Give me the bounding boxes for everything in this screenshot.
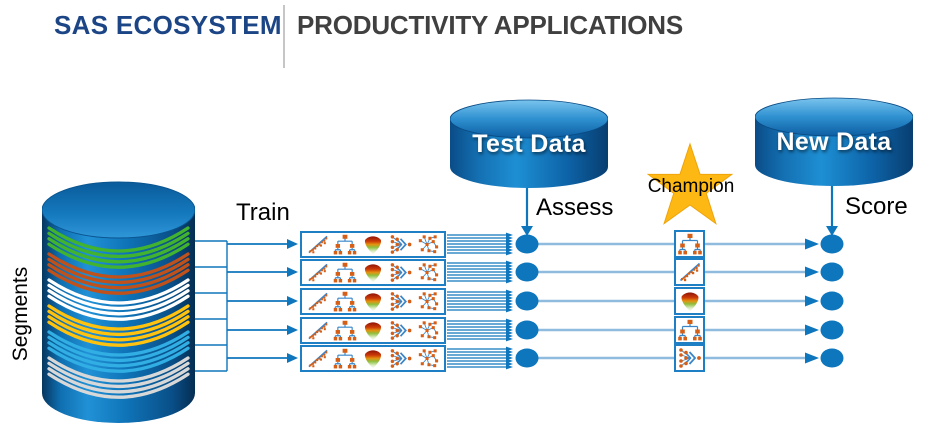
regression-icon xyxy=(306,320,330,341)
model-candidates-box xyxy=(300,287,446,315)
model-candidates-box xyxy=(300,258,446,286)
new-data-cylinder: New Data xyxy=(754,97,914,189)
cylinder-graphic xyxy=(754,97,914,193)
cylinder-graphic xyxy=(449,99,609,195)
neural-network-icon xyxy=(389,348,413,369)
test-data-label: Test Data xyxy=(472,130,586,158)
header-divider xyxy=(283,5,285,68)
segments-database-cylinder xyxy=(41,178,196,425)
champion-model-box xyxy=(674,258,705,286)
new-data-label: New Data xyxy=(776,128,892,156)
neural-network-icon xyxy=(389,291,413,312)
score-arrow xyxy=(826,179,838,236)
assess-label: Assess xyxy=(536,194,614,221)
cluster-icon xyxy=(416,348,440,369)
train-arrows xyxy=(227,239,298,363)
model-candidates-box xyxy=(300,344,446,372)
regression-icon xyxy=(306,234,330,255)
surface-3d-icon xyxy=(361,348,385,369)
decision-tree-icon xyxy=(677,319,702,341)
assess-points xyxy=(515,234,539,368)
champion-model-box xyxy=(674,287,705,315)
test-data-cylinder: Test Data xyxy=(449,99,609,191)
score-label: Score xyxy=(845,193,908,220)
score-flow-lines xyxy=(527,238,819,364)
surface-3d-icon xyxy=(361,234,385,255)
regression-icon xyxy=(306,291,330,312)
model-candidates-box xyxy=(300,230,446,258)
neural-network-icon xyxy=(389,262,413,283)
decision-tree-icon xyxy=(333,320,357,341)
champion-model-box xyxy=(674,316,705,344)
decision-tree-icon xyxy=(333,348,357,369)
surface-3d-icon xyxy=(361,262,385,283)
page-title: PRODUCTIVITY APPLICATIONS xyxy=(297,10,683,40)
surface-3d-icon xyxy=(678,290,702,312)
surface-3d-icon xyxy=(361,320,385,341)
cluster-icon xyxy=(416,320,440,341)
neural-network-icon xyxy=(389,320,413,341)
segments-label: Segments xyxy=(9,266,32,362)
score-points xyxy=(820,234,844,368)
champion-label: Champion xyxy=(647,176,735,197)
neural-network-icon xyxy=(389,234,413,255)
champion-model-box xyxy=(674,344,705,372)
surface-3d-icon xyxy=(361,291,385,312)
champion-model-box xyxy=(674,230,705,258)
assess-arrow xyxy=(521,184,533,236)
decision-tree-icon xyxy=(333,234,357,255)
cluster-icon xyxy=(416,234,440,255)
train-label: Train xyxy=(236,199,290,226)
brand-title: SAS ECOSYSTEM xyxy=(54,10,282,40)
cluster-icon xyxy=(416,262,440,283)
regression-icon xyxy=(306,348,330,369)
decision-tree-icon xyxy=(677,233,702,255)
model-output-lines xyxy=(447,232,513,370)
neural-network-icon xyxy=(678,347,702,369)
decision-tree-icon xyxy=(333,262,357,283)
regression-icon xyxy=(306,262,330,283)
champion-star-icon xyxy=(646,142,734,230)
regression-icon xyxy=(678,261,702,283)
decision-tree-icon xyxy=(333,291,357,312)
segment-fanout-lines xyxy=(193,240,228,372)
cluster-icon xyxy=(416,291,440,312)
model-candidates-box xyxy=(300,316,446,344)
